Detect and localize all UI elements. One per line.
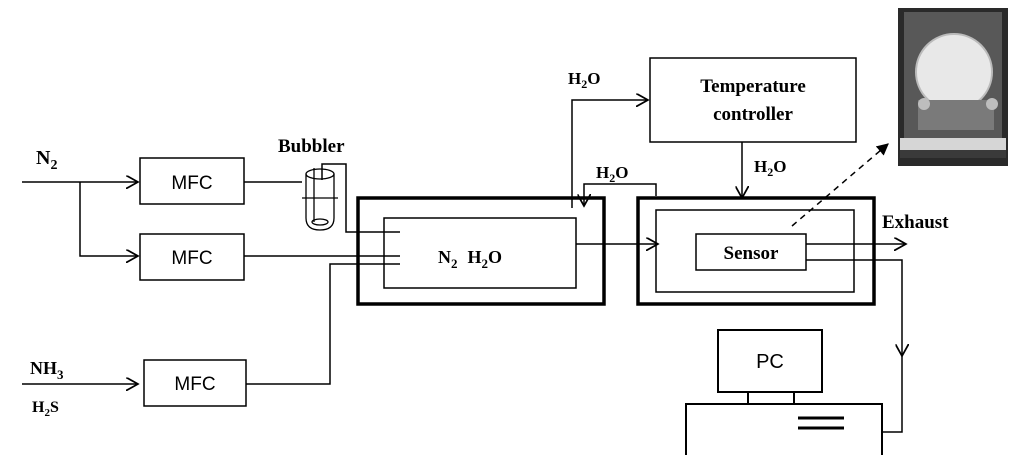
h2o-controller-label: H2O — [754, 157, 786, 179]
n2-input-label: N2 — [36, 147, 57, 173]
pc-label: PC — [756, 351, 784, 373]
mixing-chamber-inner — [383, 217, 577, 289]
bubbler-label: Bubbler — [278, 136, 345, 157]
mfc-box-3 — [143, 359, 247, 407]
temperature-controller-box — [649, 57, 857, 143]
mfc-label-2: MFC — [171, 248, 212, 269]
pc-base — [685, 403, 883, 455]
mfc3-to-chamber-line — [246, 263, 400, 385]
sensor-to-pc-line — [806, 259, 902, 356]
h2o-mid-label: H2O — [596, 163, 628, 185]
exhaust-label: Exhaust — [882, 212, 949, 233]
h2o-top-label: H2O — [568, 69, 600, 91]
mfc-label-3: MFC — [174, 374, 215, 395]
sensor-chamber-inner — [655, 209, 855, 293]
bubbler-icon — [302, 168, 338, 231]
sensor-chamber-outer — [636, 196, 876, 306]
h2o-return-line — [584, 183, 657, 206]
temperature-controller-label-2: controller — [713, 104, 793, 125]
sensor-box — [695, 233, 807, 271]
mfc-box-2 — [139, 233, 245, 281]
sensor-photo — [898, 8, 1008, 166]
pc-stand — [747, 391, 795, 405]
pc-cable-line — [882, 356, 903, 433]
temperature-controller-label-1: Temperature — [700, 76, 806, 97]
sensor-label: Sensor — [724, 243, 779, 264]
mixing-chamber-outer — [356, 196, 606, 306]
h2o-to-controller-line — [571, 100, 648, 208]
h2s-input-label: H2S — [32, 399, 59, 419]
nh3-input-label: NH3 — [30, 358, 64, 382]
n2-branch-line — [79, 182, 138, 256]
mfc-box-1 — [139, 157, 245, 205]
mfc-label-1: MFC — [171, 173, 212, 194]
